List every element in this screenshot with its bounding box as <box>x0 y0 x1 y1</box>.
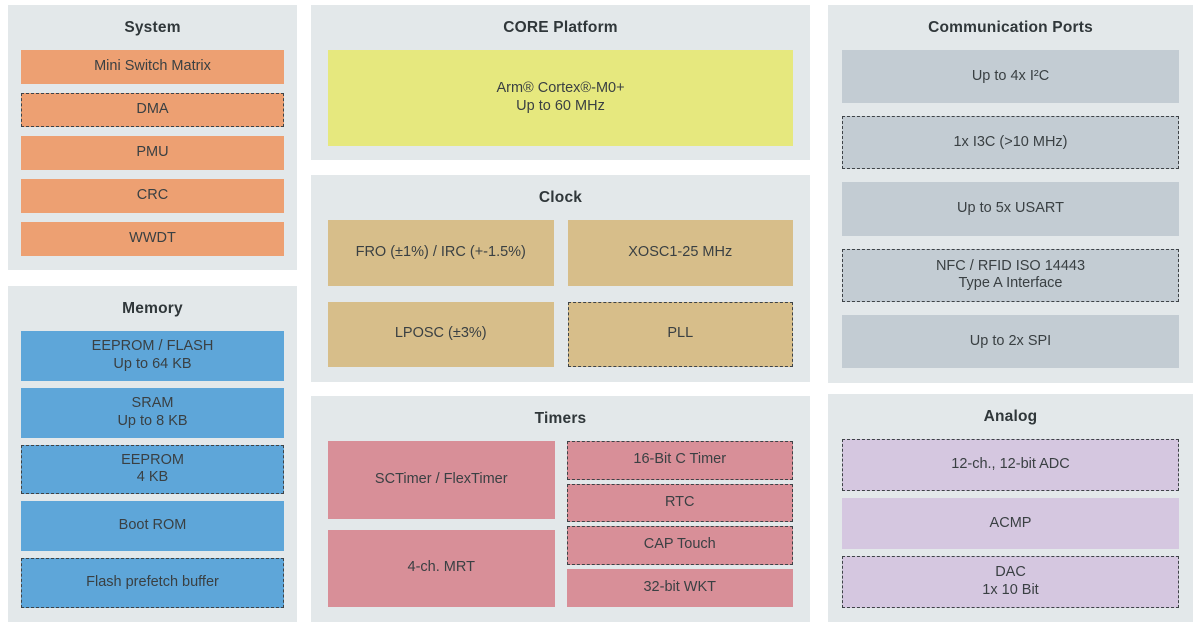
analog-blocks: 12-ch., 12-bit ADC ACMP DAC 1x 10 Bit <box>828 439 1193 622</box>
block-label: CRC <box>136 187 169 204</box>
block-eeprom-4kb: EEPROM 4 KB <box>21 444 284 495</box>
block-flash-prefetch-buffer: Flash prefetch buffer <box>21 558 284 608</box>
block-acmp: ACMP <box>842 497 1179 550</box>
panel-memory: Memory EEPROM / FLASH Up to 64 KB SRAM U… <box>8 286 297 622</box>
block-32bit-wkt: 32-bit WKT <box>566 568 793 607</box>
block-sublabel: Up to 60 MHz <box>516 98 605 114</box>
communication-blocks: Up to 4x I²C 1x I3C (>10 MHz) Up to 5x U… <box>828 50 1193 383</box>
panel-timers: Timers SCTimer / FlexTimer 4-ch. MRT 16-… <box>311 396 810 622</box>
block-dac: DAC 1x 10 Bit <box>842 556 1179 609</box>
block-pmu: PMU <box>21 136 284 170</box>
block-label: XOSC1-25 MHz <box>628 243 733 260</box>
panel-system: System Mini Switch Matrix DMA PMU CRC WW… <box>8 5 297 270</box>
block-sublabel: 4 KB <box>136 469 169 486</box>
block-label: PLL <box>667 325 694 342</box>
block-mini-switch-matrix: Mini Switch Matrix <box>21 50 284 84</box>
block-i3c: 1x I3C (>10 MHz) <box>842 116 1179 170</box>
block-arm-cortex-m0plus: Arm® Cortex®-M0+ Up to 60 MHz <box>328 50 793 146</box>
block-i2c: Up to 4x I²C <box>842 50 1179 104</box>
block-label: FRO (±1%) / IRC (+-1.5%) <box>355 243 526 260</box>
block-label: Mini Switch Matrix <box>94 58 211 75</box>
block-label: ACMP <box>989 514 1032 531</box>
block-label: NFC / RFID ISO 14443 <box>935 257 1086 274</box>
timers-right-column: 16-Bit C Timer RTC CAP Touch 32-bit WKT <box>566 441 793 607</box>
block-label: PMU <box>136 144 169 161</box>
section-title-memory: Memory <box>122 299 183 317</box>
panel-communication-ports: Communication Ports Up to 4x I²C 1x I3C … <box>828 5 1193 383</box>
block-sublabel: Up to 64 KB <box>113 355 192 372</box>
section-title-clock: Clock <box>538 188 583 206</box>
block-label: Arm® Cortex®-M0+ <box>496 80 625 97</box>
block-16bit-c-timer: 16-Bit C Timer <box>566 441 793 480</box>
block-4ch-mrt: 4-ch. MRT <box>328 529 555 607</box>
system-blocks: Mini Switch Matrix DMA PMU CRC WWDT <box>8 50 297 270</box>
block-usart: Up to 5x USART <box>842 182 1179 236</box>
block-label: Up to 5x USART <box>957 200 1064 217</box>
block-xosc: XOSC1-25 MHz <box>567 220 793 286</box>
block-adc: 12-ch., 12-bit ADC <box>842 439 1179 491</box>
block-label: SCTimer / FlexTimer <box>374 470 508 487</box>
block-pll: PLL <box>567 301 793 367</box>
block-nfc-rfid: NFC / RFID ISO 14443 Type A Interface <box>842 248 1179 302</box>
block-eeprom-flash: EEPROM / FLASH Up to 64 KB <box>21 331 284 381</box>
block-label: LPOSC (±3%) <box>394 325 487 342</box>
block-label: Flash prefetch buffer <box>86 574 219 591</box>
block-cap-touch: CAP Touch <box>566 526 793 565</box>
block-label: 16-Bit C Timer <box>633 451 727 468</box>
block-label: SRAM <box>131 395 174 411</box>
panel-core-platform: CORE Platform Arm® Cortex®-M0+ Up to 60 … <box>311 5 810 160</box>
block-label: EEPROM / FLASH <box>91 338 214 355</box>
block-label: 32-bit WKT <box>643 578 716 595</box>
block-label: 12-ch., 12-bit ADC <box>951 455 1070 472</box>
block-spi: Up to 2x SPI <box>842 314 1179 369</box>
block-lposc: LPOSC (±3%) <box>328 301 554 367</box>
timers-left-column: SCTimer / FlexTimer 4-ch. MRT <box>328 441 555 607</box>
section-title-system: System <box>124 18 181 36</box>
clock-blocks: FRO (±1%) / IRC (+-1.5%) XOSC1-25 MHz LP… <box>311 220 810 382</box>
block-label: 4-ch. MRT <box>407 559 475 576</box>
block-label: DMA <box>136 101 169 118</box>
section-title-core-platform: CORE Platform <box>503 18 618 36</box>
memory-blocks: EEPROM / FLASH Up to 64 KB SRAM Up to 8 … <box>8 331 297 622</box>
block-wwdt: WWDT <box>21 222 284 256</box>
block-label: EEPROM <box>121 451 184 468</box>
block-boot-rom: Boot ROM <box>21 501 284 552</box>
core-blocks: Arm® Cortex®-M0+ Up to 60 MHz <box>311 50 810 160</box>
block-label: RTC <box>664 493 695 510</box>
block-label: Boot ROM <box>118 517 187 534</box>
timers-blocks: SCTimer / FlexTimer 4-ch. MRT 16-Bit C T… <box>311 441 810 622</box>
section-title-analog: Analog <box>983 407 1038 425</box>
block-label: WWDT <box>129 230 176 247</box>
block-sram: SRAM Up to 8 KB <box>21 387 284 438</box>
block-label: Up to 4x I²C <box>971 67 1050 84</box>
block-sublabel: Up to 8 KB <box>117 412 188 429</box>
panel-clock: Clock FRO (±1%) / IRC (+-1.5%) XOSC1-25 … <box>311 175 810 382</box>
block-crc: CRC <box>21 179 284 213</box>
block-dma: DMA <box>21 93 284 127</box>
block-label: 1x I3C (>10 MHz) <box>953 133 1068 150</box>
block-label: DAC <box>995 564 1026 581</box>
block-sctimer-flextimer: SCTimer / FlexTimer <box>328 441 555 519</box>
block-rtc: RTC <box>566 483 793 522</box>
section-title-timers: Timers <box>534 409 587 427</box>
block-sublabel: 1x 10 Bit <box>982 582 1039 599</box>
block-fro-irc: FRO (±1%) / IRC (+-1.5%) <box>328 220 554 286</box>
block-label: CAP Touch <box>643 536 716 553</box>
block-sublabel: Type A Interface <box>958 275 1063 292</box>
block-label: Up to 2x SPI <box>969 332 1052 349</box>
panel-analog: Analog 12-ch., 12-bit ADC ACMP DAC 1x 10… <box>828 394 1193 622</box>
section-title-communication-ports: Communication Ports <box>928 18 1093 36</box>
